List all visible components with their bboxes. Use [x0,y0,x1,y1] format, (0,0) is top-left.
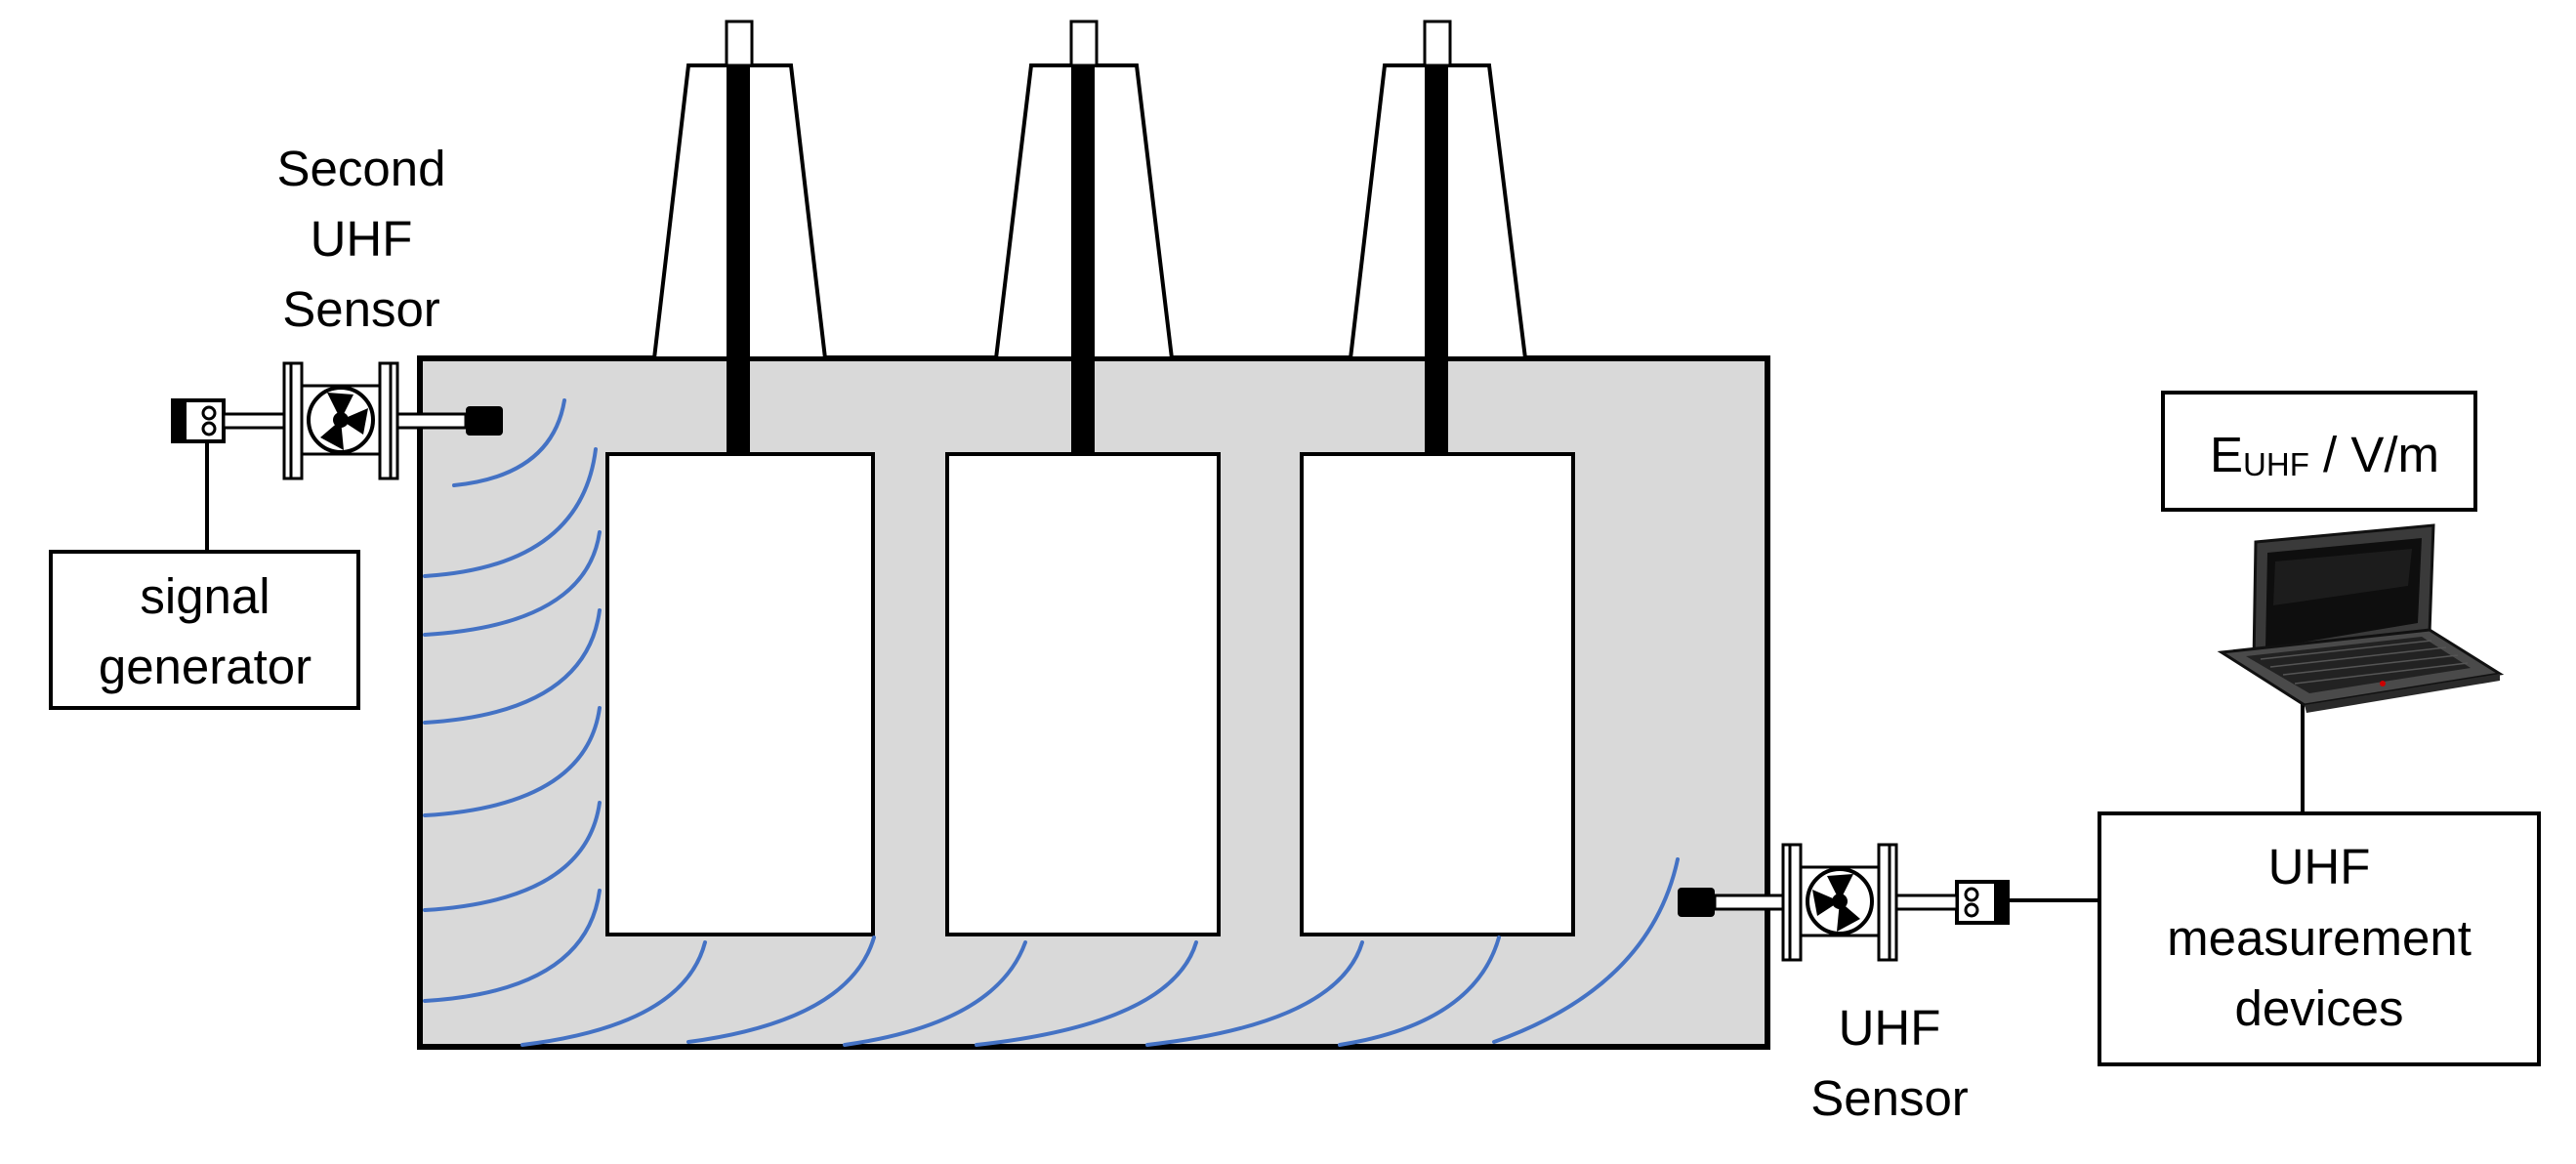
field-unit-subscript: UHF [2243,446,2309,482]
uhf-sensor-label-1: UHF [1839,1000,1941,1056]
measurement-label-3: devices [2235,980,2404,1036]
field-unit-suffix: / V/m [2309,427,2439,482]
em-wave-arc [423,608,602,725]
field-unit-main: E [2210,427,2243,482]
em-wave-group [423,398,1680,1047]
second-sensor-label-3: Sensor [282,281,440,337]
em-wave-arc [423,706,602,817]
em-wave-arc [1492,857,1680,1044]
laptop-icon [2217,523,2505,713]
field-unit-label: EUHF / V/m [2210,427,2439,482]
measurement-label-2: measurement [2167,910,2472,966]
uhf-sensor-label-2: Sensor [1810,1070,1969,1126]
core-1 [605,452,875,936]
em-wave-arc [686,935,876,1044]
em-wave-arc [423,889,602,1003]
measurement-devices-box [2098,811,2541,1066]
em-wave-arc [452,398,566,487]
em-wave-arc [975,940,1198,1047]
second-uhf-sensor-icon [171,361,503,480]
second-sensor-label-2: UHF [311,211,413,267]
em-wave-arc [1338,935,1501,1047]
bushing-2 [993,20,1175,456]
bushing-1 [651,20,828,456]
bushing-3 [1348,20,1528,456]
em-wave-arc [843,940,1027,1047]
em-wave-arc [423,801,602,912]
uhf-sensor-icon [1678,843,2010,962]
core-3 [1300,452,1575,936]
em-wave-arc [520,940,707,1047]
field-unit-box [2161,391,2477,512]
em-wave-arc [1145,940,1364,1047]
second-sensor-label-1: Second [277,141,446,196]
signal-generator-label-1: signal [140,568,270,624]
em-wave-arc [423,530,602,637]
em-wave-arc [423,447,598,578]
signal-generator-label-2: generator [99,639,312,694]
signal-generator-box [49,550,360,710]
core-2 [945,452,1221,936]
measurement-label-1: UHF [2268,839,2371,894]
